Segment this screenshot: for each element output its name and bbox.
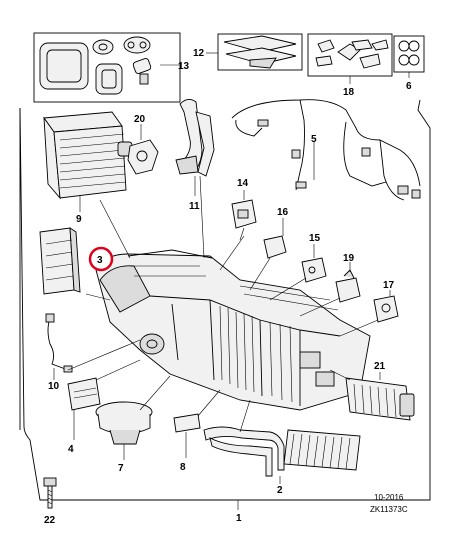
callout-1: 1 <box>236 513 242 524</box>
bolt <box>43 477 57 509</box>
actuator-16 <box>263 218 287 259</box>
evaporator-core <box>43 111 133 212</box>
actuator-17 <box>373 290 399 323</box>
heater-core <box>283 429 361 471</box>
callout-3: 3 <box>97 255 103 266</box>
blower-resistor <box>67 377 101 440</box>
heater-element-8 <box>173 413 201 458</box>
callout-13: 13 <box>178 61 190 72</box>
callout-15: 15 <box>309 233 321 244</box>
actuator-19 <box>335 262 361 303</box>
seal-kit-box <box>33 32 181 103</box>
callout-2: 2 <box>277 485 283 496</box>
actuator-15 <box>301 244 327 283</box>
blower-motor <box>95 401 153 460</box>
callout-16: 16 <box>277 207 289 218</box>
expansion-valve <box>127 124 159 175</box>
actuator-14 <box>231 190 257 241</box>
highlighted-callout-3: 3 <box>88 246 114 272</box>
callout-labels: 1 2 4 5 6 7 8 9 10 11 12 13 14 15 16 17 … <box>44 48 412 526</box>
callout-18: 18 <box>343 87 355 98</box>
callout-9: 9 <box>76 214 82 225</box>
oring-box <box>393 35 425 78</box>
gasket-box <box>206 33 303 71</box>
sensor-wire <box>45 313 73 380</box>
clips-box <box>307 33 393 84</box>
drawing-code: ZK11373C <box>370 505 408 514</box>
wiring-harness <box>231 99 421 201</box>
cabin-filter <box>39 227 81 295</box>
callout-17: 17 <box>383 280 395 291</box>
callout-21: 21 <box>374 361 386 372</box>
hvac-housing <box>95 249 371 411</box>
callout-8: 8 <box>180 462 186 473</box>
callout-12: 12 <box>193 48 205 59</box>
outer-frame <box>19 99 431 501</box>
heater-unit-21 <box>345 372 415 421</box>
callout-7: 7 <box>118 463 124 474</box>
callout-20: 20 <box>134 114 146 125</box>
ac-pipes <box>175 99 215 196</box>
callout-11: 11 <box>189 201 200 212</box>
callout-5: 5 <box>311 134 317 145</box>
callout-19: 19 <box>343 253 355 264</box>
revision-date: 10-2016 <box>374 493 404 502</box>
callout-22: 22 <box>44 515 56 526</box>
leader-lines <box>67 175 379 510</box>
callout-4: 4 <box>68 444 74 455</box>
callout-6: 6 <box>406 81 412 92</box>
callout-10: 10 <box>48 381 60 392</box>
heater-pipes <box>203 426 285 484</box>
callout-14: 14 <box>237 178 249 189</box>
